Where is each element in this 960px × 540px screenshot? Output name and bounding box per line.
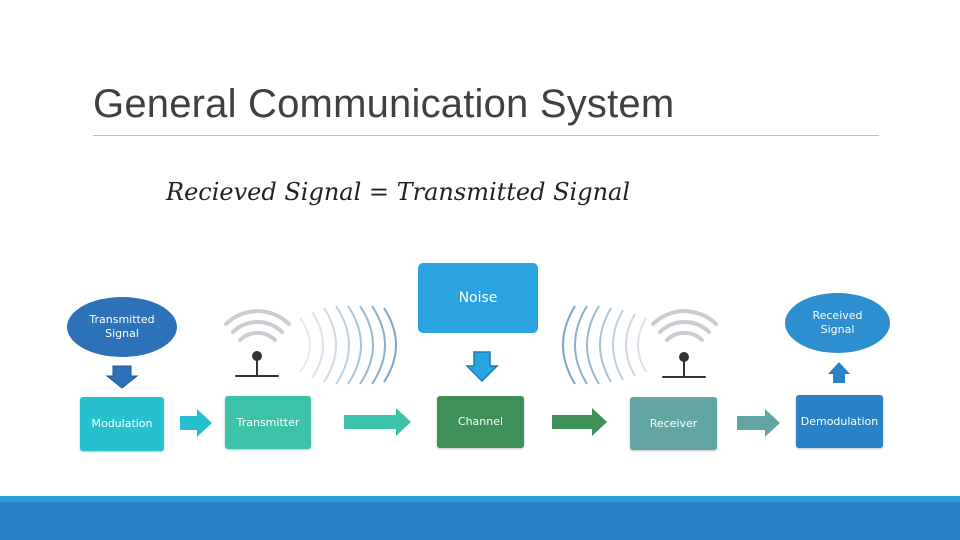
arrow-right-icon — [180, 409, 212, 437]
arrow-right-icon — [552, 408, 607, 436]
arrow-down-icon — [465, 351, 499, 383]
antenna-icon — [651, 309, 718, 378]
noise-label: Noise — [458, 290, 498, 306]
arrow-right-icon — [344, 408, 411, 436]
footer-accent-stripe — [0, 496, 960, 502]
footer-band — [0, 502, 960, 540]
transmitted-signal-label: Transmitted Signal — [89, 313, 155, 340]
signal-waves-icon — [562, 305, 647, 385]
signal-waves-icon — [299, 305, 397, 385]
signal-equation: Recieved Signal = Transmitted Signal — [166, 178, 631, 206]
demodulation-label: Demodulation — [800, 414, 879, 428]
noise-node: Noise — [418, 263, 538, 333]
transmitter-label: Transmitter — [236, 415, 300, 429]
arrow-down-icon — [105, 365, 139, 389]
channel-label: Channel — [457, 415, 504, 428]
received-signal-node: Received Signal — [785, 293, 890, 353]
transmitted-signal-node: Transmitted Signal — [67, 297, 177, 357]
demodulation-block: Demodulation — [796, 395, 883, 448]
received-signal-label: Received Signal — [812, 309, 863, 336]
antenna-icon — [224, 309, 291, 377]
receiver-block: Receiver — [630, 397, 717, 450]
channel-block: Channel — [437, 396, 524, 448]
transmitter-block: Transmitter — [225, 396, 311, 449]
slide-title: General Communication System — [93, 82, 675, 126]
modulation-block: Modulation — [80, 397, 164, 451]
modulation-label: Modulation — [91, 417, 153, 430]
arrow-up-icon — [828, 362, 850, 383]
arrow-right-icon — [737, 409, 780, 437]
receiver-label: Receiver — [649, 416, 698, 430]
title-divider — [93, 135, 879, 136]
